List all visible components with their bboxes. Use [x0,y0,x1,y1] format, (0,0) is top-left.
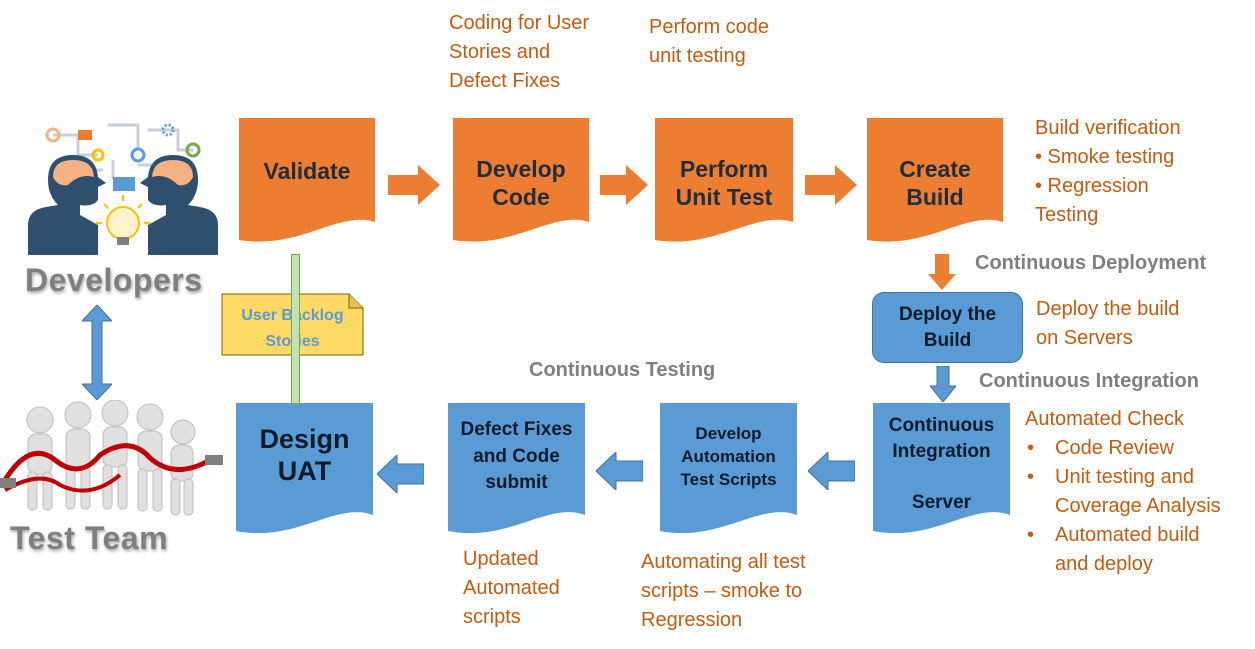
arrow-right-icon [600,165,648,205]
arrow-right-icon [805,165,857,205]
automated-check-item: Automated build and deploy [1055,524,1200,575]
validate-step: Validate [239,118,375,246]
ci-server-step: Continuous Integration Server [873,403,1010,538]
automated-check-item: Code Review [1055,437,1174,459]
unit-test-label: Perform Unit Test [675,156,773,210]
ci-server-label: Continuous Integration Server [888,415,995,513]
deploy-annotation: Deploy the build on Servers [1036,298,1180,349]
deploy-build-box: Deploy the Build [872,292,1023,363]
developers-illustration [18,115,228,255]
develop-code-label: Develop Code [476,156,566,210]
build-verification-item: • Smoke testing [1035,146,1175,168]
developers-testteam-double-arrow-icon [80,304,114,401]
build-verification-title: Build verification [1035,117,1181,139]
test-team-label: Test Team [10,520,169,556]
automated-check-title: Automated Check [1025,408,1184,430]
automation-scripts-label: Develop Automation Test Scripts [680,424,777,489]
create-build-label: Create Build [899,156,971,210]
arrow-right-icon [388,165,440,205]
continuous-testing-title: Continuous Testing [529,359,716,381]
backlog-connector [291,254,300,404]
automated-check-bullet: • [1027,524,1035,546]
deploy-build-label: Deploy the Build [898,303,997,351]
unit-testing-annotation: Perform code unit testing [649,16,770,67]
automating-annotation: Automating all test scripts – smoke to R… [641,551,806,631]
coding-annotation: Coding for User Stories and Defect Fixes [449,12,590,92]
automated-check-bullet: • [1027,466,1035,488]
arrow-left-icon [376,453,425,495]
develop-code-step: Develop Code [453,118,589,246]
arrow-down-icon [928,254,956,290]
arrow-down-icon [928,365,958,403]
build-verification-item: • Regression Testing [1035,175,1149,226]
create-build-step: Create Build [867,118,1003,246]
automation-scripts-step: Develop Automation Test Scripts [660,403,797,538]
defect-fixes-step: Defect Fixes and Code submit [448,403,585,538]
validate-label: Validate [263,158,351,185]
automated-check-bullet: • [1027,437,1035,459]
design-uat-label: Design UAT [259,424,350,487]
developers-label: Developers [25,262,203,298]
continuous-deployment-title: Continuous Deployment [975,252,1207,274]
arrow-left-icon [595,450,644,492]
test-team-illustration [0,399,230,525]
defect-fixes-label: Defect Fixes and Code submit [460,419,573,494]
design-uat-step: Design UAT [236,403,373,538]
unit-test-step: Perform Unit Test [655,118,793,246]
continuous-integration-title: Continuous Integration [979,370,1199,392]
arrow-left-icon [807,450,856,492]
updated-scripts-annotation: Updated Automated scripts [463,548,560,628]
automated-check-item: Unit testing and Coverage Analysis [1055,466,1221,517]
